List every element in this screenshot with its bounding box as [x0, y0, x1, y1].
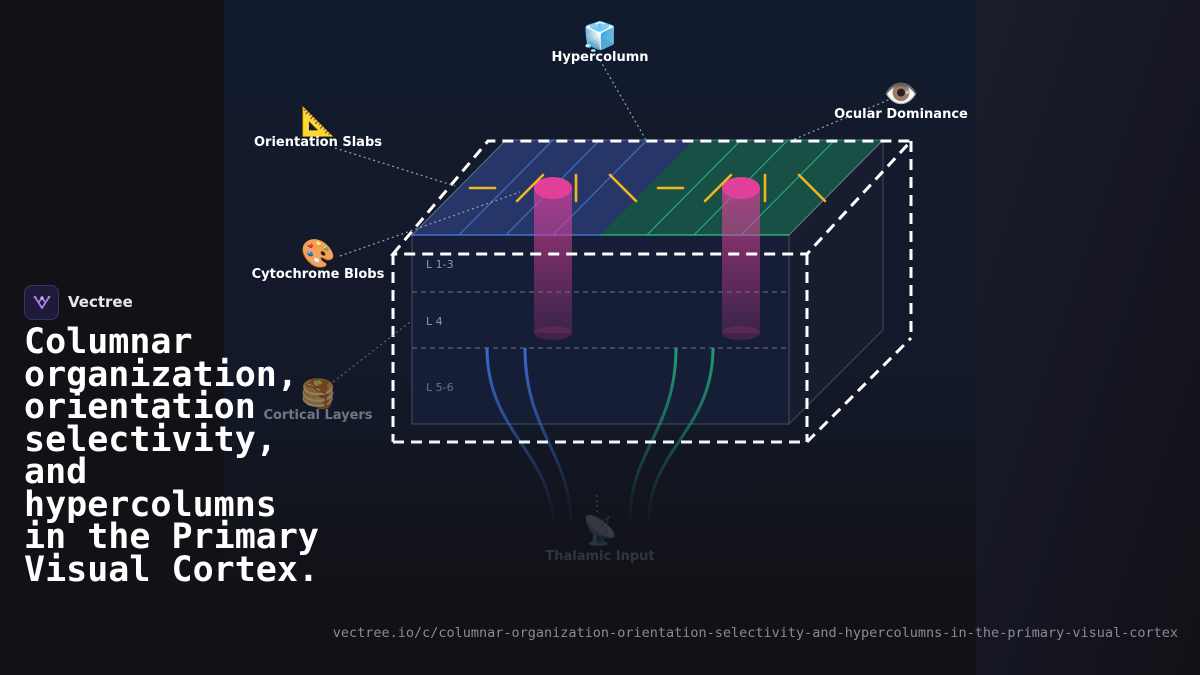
brand[interactable]: Vectree: [24, 284, 133, 320]
triangular-ruler-icon: 📐: [301, 105, 336, 138]
palette-icon: 🎨: [301, 236, 336, 270]
callout-leaders: [332, 59, 894, 512]
label-cortical-layers: Cortical Layers: [263, 408, 372, 423]
eye-icon: 👁️: [884, 77, 919, 110]
callout-cytochrome-blobs: 🎨 Cytochrome Blobs: [252, 236, 385, 282]
callout-ocular-dominance: 👁️ Ocular Dominance: [834, 77, 968, 122]
label-orientation-slabs: Orientation Slabs: [254, 135, 382, 150]
callout-cortical-layers: 🥞 Cortical Layers: [263, 377, 372, 423]
page-title: Columnar organization, orientation selec…: [24, 322, 320, 590]
brand-name: Vectree: [68, 293, 133, 311]
cytochrome-blob-column-left: [534, 177, 572, 340]
callout-hypercolumn: 🧊 Hypercolumn: [551, 20, 648, 65]
label-thalamic-input: Thalamic Input: [545, 549, 654, 564]
layer-label-l5-6: L 5-6: [426, 381, 454, 394]
callout-orientation-slabs: 📐 Orientation Slabs: [254, 105, 382, 150]
label-cytochrome-blobs: Cytochrome Blobs: [252, 267, 385, 282]
callout-thalamic-input: 📡 Thalamic Input: [545, 512, 654, 564]
layer-label-l1-3: L 1-3: [426, 258, 454, 271]
label-hypercolumn: Hypercolumn: [551, 50, 648, 65]
label-ocular-dominance: Ocular Dominance: [834, 107, 968, 122]
right-panel: [976, 0, 1200, 675]
layer-label-l4: L 4: [426, 315, 443, 328]
vectree-logo-icon: [24, 284, 59, 320]
page-url[interactable]: vectree.io/c/columnar-organization-orien…: [332, 625, 1178, 641]
cytochrome-blob-column-right: [722, 177, 760, 340]
satellite-antenna-icon: 📡: [583, 512, 618, 547]
bottom-fade: [224, 430, 976, 675]
pancakes-icon: 🥞: [301, 377, 336, 411]
orientation-bars: [468, 173, 827, 203]
ice-cube-icon: 🧊: [583, 20, 618, 53]
